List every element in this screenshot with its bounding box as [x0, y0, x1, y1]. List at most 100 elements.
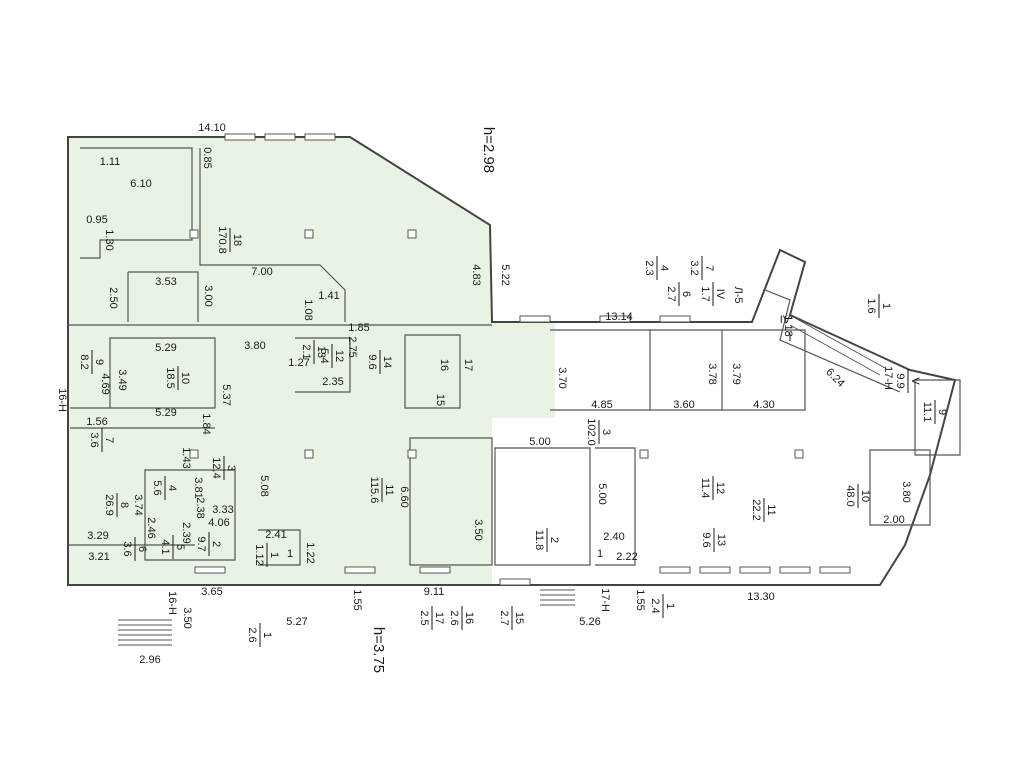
height-upper: h=2.98 [480, 127, 497, 173]
dimension-label: 5.00 [596, 483, 608, 504]
room-label-num: 12 [333, 350, 345, 362]
legend-label-num: 6 [680, 291, 692, 297]
dimension-label: 5.26 [579, 616, 600, 628]
dimension-label: 3.65 [201, 586, 222, 598]
legend-label-area: 3.2 [688, 260, 700, 275]
legend-label-area: 2.5 [418, 610, 430, 625]
dimension-label: 5.27 [286, 616, 307, 628]
room-label-area: 4.1 [159, 539, 171, 554]
room-label-num: 3 [225, 465, 237, 471]
dimension-label: 6.60 [398, 486, 410, 507]
dimension-label: 3.50 [472, 519, 484, 540]
room-number: 16 [438, 359, 450, 371]
room-label-area: 5.6 [151, 480, 163, 495]
dimension-label: 4.83 [470, 264, 482, 285]
legend-label: 12.4 [649, 594, 676, 618]
dimension-label: 1.27 [288, 357, 309, 369]
room-label-area: 102.0 [585, 418, 597, 446]
room-number: 1 [597, 548, 603, 560]
legend-label-num: IV [714, 289, 726, 300]
legend-label-area: 1.7 [699, 286, 711, 301]
dimension-label: 1.55 [351, 589, 363, 610]
dimension-label: 14.10 [198, 122, 226, 134]
room-label: 139.6 [700, 528, 727, 552]
dimension-label: 1.43 [180, 447, 192, 468]
room-label-num: 4 [166, 485, 178, 491]
dimension-label: 3.33 [212, 504, 233, 516]
dimension-label: 2.96 [139, 654, 160, 666]
dimension-label: 5.37 [220, 384, 232, 405]
legend-label-num: 16 [463, 612, 475, 624]
room-label-num: 2 [210, 541, 222, 547]
dimension-label: 1.56 [86, 416, 107, 428]
dimension-label: 0.95 [86, 214, 107, 226]
room-label: 312.4 [210, 456, 237, 480]
dimension-label: 3.81 [192, 477, 204, 498]
room-label: 132.1 [300, 340, 327, 364]
stair-tag: 17-Н [599, 588, 611, 612]
room-label-area: 11.1 [921, 402, 933, 423]
room-label-area: 9.6 [366, 354, 378, 369]
dimension-label: 3.78 [706, 363, 718, 384]
room-label-area: 26.9 [103, 494, 115, 515]
height-lower: h=3.75 [370, 627, 387, 673]
room-label-area: 115.6 [368, 477, 380, 504]
legend-label-num: 1 [664, 603, 676, 609]
room-label-area: 3.6 [121, 541, 133, 556]
inner-walls [68, 147, 961, 566]
legend-label: 42.3 [643, 256, 670, 280]
legend-label: 73.2 [688, 256, 715, 280]
room-label: 125.4 [318, 344, 345, 368]
room-label-area: 9.9 [894, 373, 906, 388]
room-number: 17 [462, 359, 474, 371]
dimension-label: 3.29 [87, 530, 108, 542]
dimension-label: 6.24 [823, 366, 847, 390]
room-label-num: 11 [765, 504, 777, 515]
room-label: 911.1 [921, 400, 948, 424]
outer-walls [67, 136, 957, 586]
legend-label-area: 2.3 [643, 260, 655, 275]
room-label-num: V [909, 377, 921, 385]
dimension-label: 0.85 [201, 147, 213, 168]
dimension-label: 3.74 [132, 494, 144, 515]
dimension-label: 1.84 [200, 413, 212, 434]
dimension-label: 9.11 [424, 586, 445, 598]
room-label: 63.6 [121, 537, 148, 561]
room-number: I [788, 332, 791, 344]
legend-label: IV1.7 [699, 282, 726, 306]
room-label-num: 9 [93, 359, 105, 365]
dimension-label: 5.29 [155, 342, 176, 354]
room-label-num: 3 [600, 429, 612, 435]
room-label-area: 11.4 [699, 478, 711, 499]
dimension-label: 4.85 [591, 399, 612, 411]
room-label: 11.12 [253, 543, 280, 567]
dimension-label: 5.00 [529, 436, 550, 448]
dimension-label: 3.80 [900, 481, 912, 502]
room-label-num: 10 [179, 372, 191, 384]
room-number: 15 [434, 394, 446, 406]
dimension-label: 1.85 [348, 322, 369, 334]
dimension-label: 2.39 [180, 522, 192, 543]
room-label: 11.6 [865, 294, 892, 318]
room-label-num: 12 [714, 482, 726, 494]
dimension-label: 5.08 [258, 475, 270, 496]
room-label-num: 7 [103, 437, 115, 443]
stair-tag: Л-5 [732, 287, 744, 304]
room-label-num: 14 [381, 356, 393, 368]
legend-label-num: 7 [703, 265, 715, 271]
room-label-num: 13 [715, 534, 727, 546]
legend-label: 162.6 [448, 606, 475, 630]
legend-label: 62.7 [665, 282, 692, 306]
room-label-num: 1 [268, 552, 280, 558]
room-label-area: 8.2 [78, 354, 90, 369]
legend-label-area: 2.7 [498, 610, 510, 625]
room-number: 1 [287, 548, 293, 560]
columns [189, 229, 804, 459]
dimension-label: 2.22 [616, 551, 637, 563]
room-label-num: 1 [880, 303, 892, 309]
dimension-label: 13.30 [747, 591, 775, 603]
dimension-label: 1.08 [302, 299, 314, 320]
